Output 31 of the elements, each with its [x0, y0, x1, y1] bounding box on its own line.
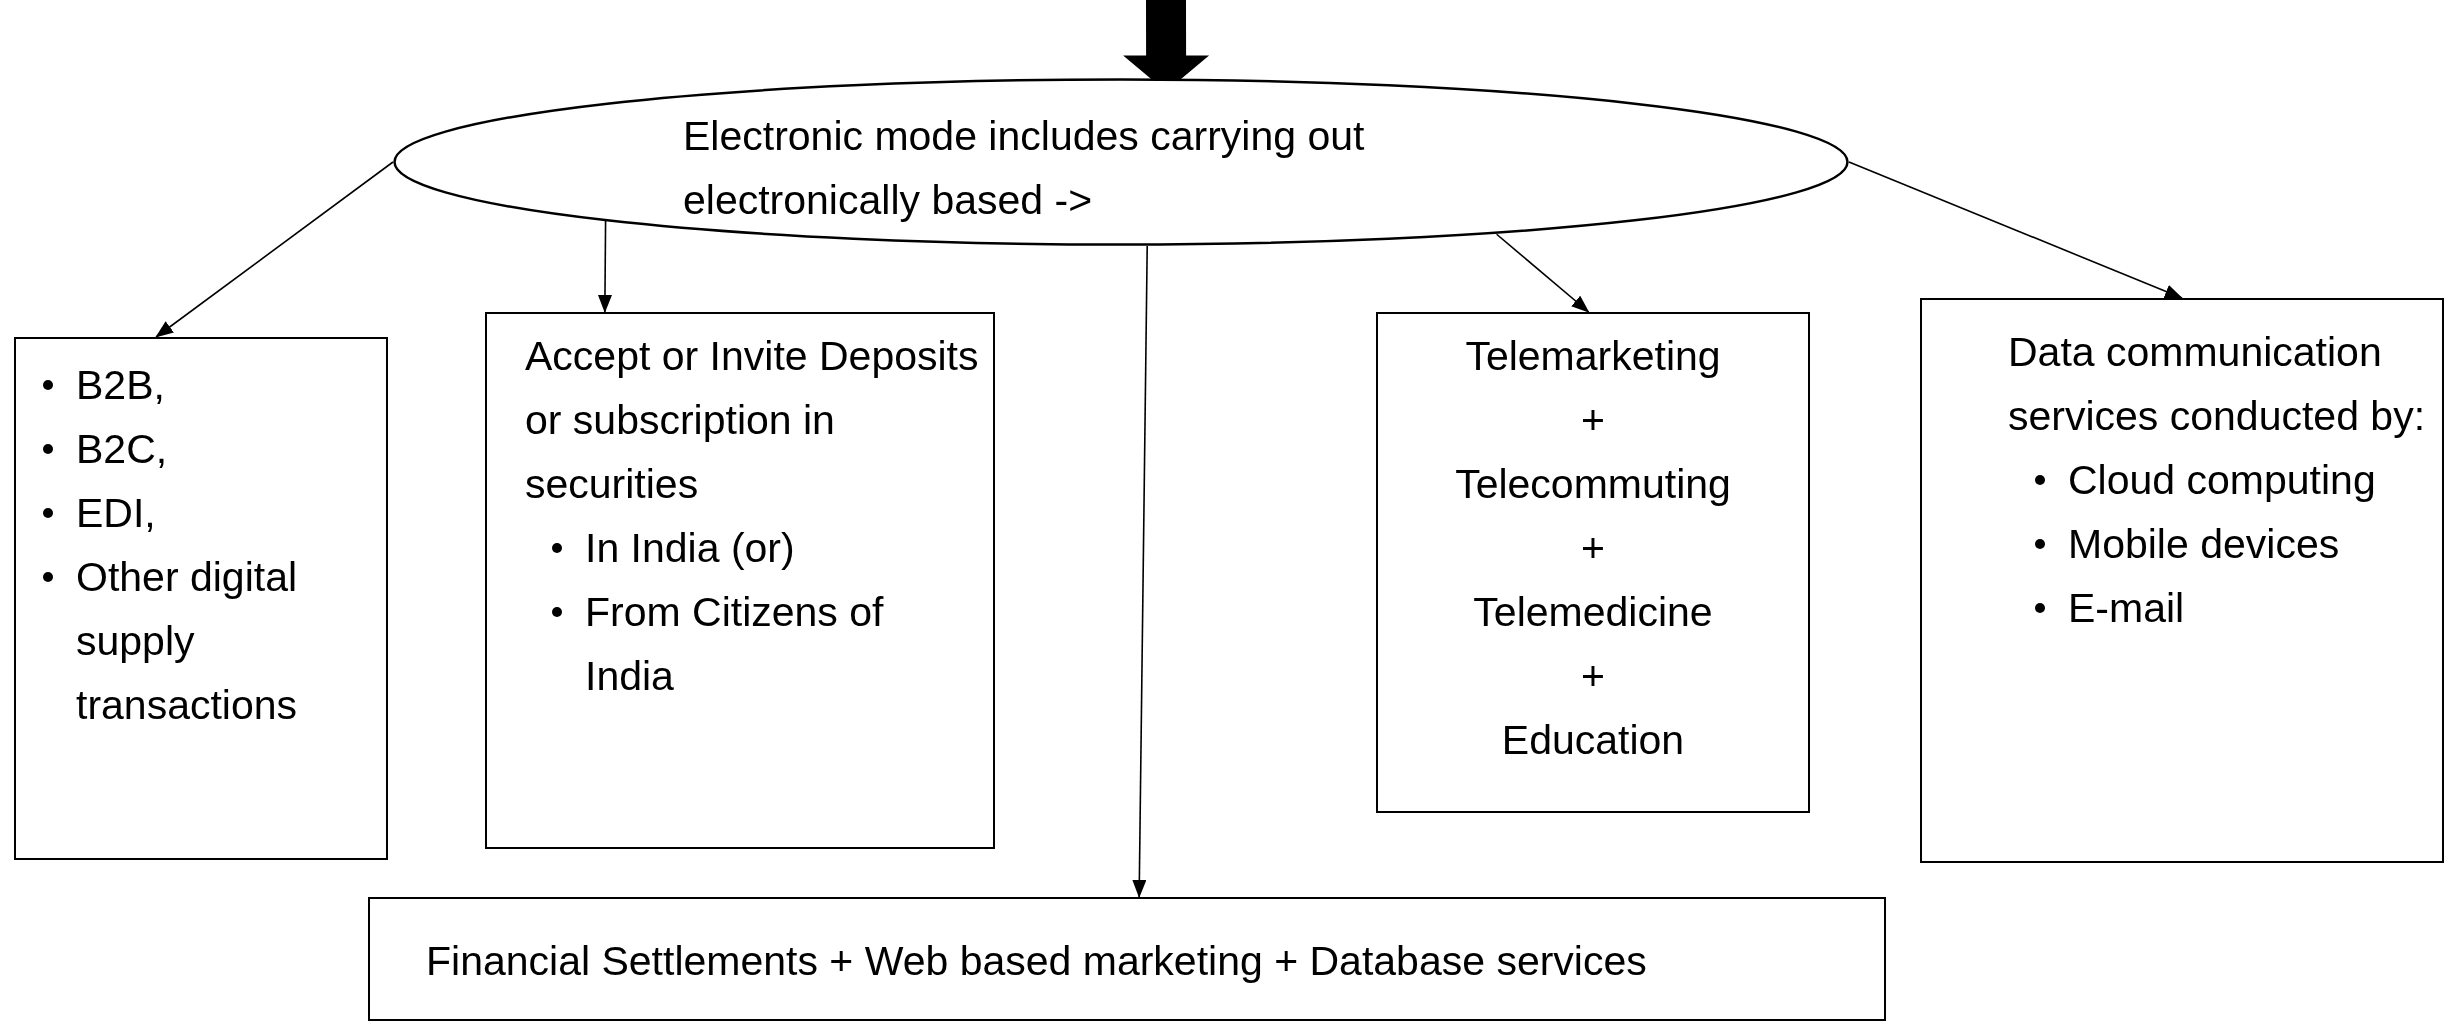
- arrow: [1132, 245, 1148, 898]
- node-heading: Accept or Invite Deposits or subscription in securities: [525, 332, 980, 509]
- list-item: B2B,: [76, 361, 166, 410]
- node-text: Telemarketing: [1464, 332, 1722, 381]
- ellipse-node: [393, 78, 1849, 246]
- text-box: [14, 337, 388, 860]
- text-box: [368, 897, 1886, 1021]
- text-box: [485, 312, 995, 849]
- node-heading: Data communication services conducted by:: [2008, 328, 2427, 441]
- arrow: [1495, 233, 1590, 313]
- list-item: EDI,: [76, 489, 157, 538]
- arrow: [155, 161, 394, 338]
- list-item: Mobile devices: [2068, 520, 2341, 569]
- node-text: +: [1580, 396, 1606, 445]
- node-text: +: [1580, 652, 1606, 701]
- node-text: Telecommuting: [1454, 460, 1732, 509]
- list-item: Cloud computing: [2068, 456, 2377, 505]
- list-item: B2C,: [76, 425, 169, 474]
- arrow: [598, 220, 612, 313]
- text-box: [1920, 298, 2444, 863]
- text-box: [1376, 312, 1810, 813]
- list-item: From Citizens of India: [585, 588, 885, 701]
- node-text: Financial Settlements + Web based marketing + Database services: [426, 937, 1648, 986]
- arrow: [1848, 161, 2183, 299]
- list-item: E-mail: [2068, 584, 2186, 633]
- list-item: Other digital supply transactions: [76, 553, 299, 730]
- node-text: Education: [1500, 716, 1686, 765]
- list-item: In India (or): [585, 524, 796, 573]
- node-text: Electronic mode includes carrying out electronically based ->: [683, 112, 1366, 225]
- node-text: +: [1580, 524, 1606, 573]
- node-text: Telemedicine: [1472, 588, 1714, 637]
